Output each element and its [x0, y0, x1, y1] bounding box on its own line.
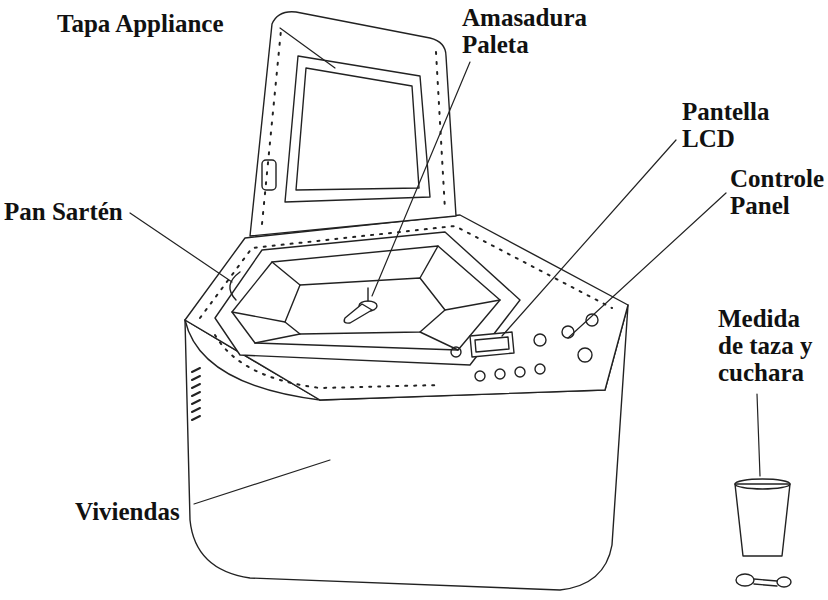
kneading-paddle [344, 304, 372, 323]
part-label: Amasadura Paleta [462, 4, 587, 58]
pan-handle [230, 272, 240, 300]
measuring-spoon [736, 574, 791, 587]
kneading-paddle [367, 288, 368, 301]
lid [250, 12, 456, 236]
measuring-cup [735, 479, 790, 489]
lid-vent-dots [262, 30, 445, 224]
part-label: Pantella LCD [682, 98, 770, 152]
lid-handle [262, 160, 276, 190]
pan-frame [215, 232, 520, 365]
lid-window [296, 68, 419, 190]
measuring-cup [735, 484, 790, 556]
side-vent [192, 368, 200, 420]
part-label: Controle Panel [730, 165, 824, 219]
part-label: Medida de taza y cuchara [718, 305, 818, 386]
lcd-screen [470, 332, 514, 357]
top-rim [185, 215, 628, 400]
lid-window [285, 56, 430, 202]
control-panel [451, 314, 598, 381]
pan-bottom [285, 278, 445, 334]
part-label: Tapa Appliance [57, 10, 224, 37]
pan-walls [232, 246, 500, 350]
part-label: Pan Sartén [4, 198, 123, 225]
lcd-screen [475, 337, 509, 352]
pan-opening [232, 246, 500, 350]
part-label: Viviendas [75, 498, 180, 525]
leader-line [130, 28, 760, 504]
